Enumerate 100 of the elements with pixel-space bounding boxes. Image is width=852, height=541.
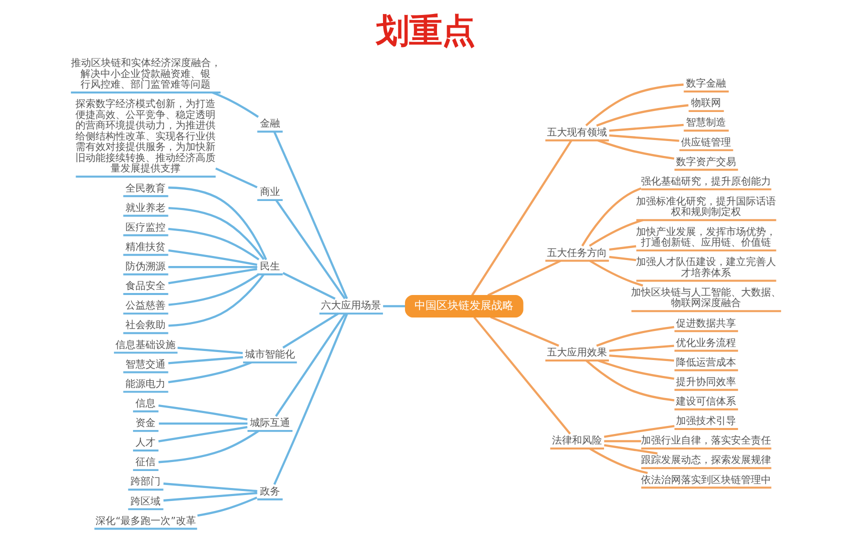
node-text: 城市智能化: [244, 350, 295, 361]
node-text: 五大应用效果: [547, 348, 608, 359]
node-text: 加快区块链与人工智能、大数据、物联网深度融合: [631, 287, 782, 310]
node-text: 推动区块链和实体经济深度融合，解决中小企业贷款融资难、银行风控难、部门监管难等问题: [70, 58, 221, 91]
connector: [168, 266, 258, 268]
node-text: 加强技术引导: [676, 416, 736, 428]
connector: [609, 344, 674, 352]
node-text: 征信: [136, 457, 156, 468]
connector: [471, 140, 572, 296]
node-text: 数字金融: [686, 78, 726, 90]
node-text: 能源电力: [126, 378, 166, 390]
node-text: 跨区域: [130, 496, 161, 508]
connector: [163, 482, 258, 492]
connector: [168, 361, 252, 384]
connector: [596, 104, 688, 127]
connector: [168, 274, 265, 327]
connector: [158, 426, 248, 442]
node-text: 政务: [260, 486, 280, 498]
connector: [158, 404, 248, 421]
node-text: 数字资产交易: [676, 156, 736, 168]
connector: [168, 186, 268, 260]
node-text: 民生: [260, 262, 280, 273]
node-box: 中国区块链发展战略: [404, 294, 524, 318]
connector: [168, 249, 258, 266]
node-text: 建设可信体系: [676, 396, 736, 408]
node-text: 信息: [136, 398, 156, 410]
connector: [158, 422, 248, 425]
connector: [275, 200, 346, 300]
connector: [609, 124, 684, 132]
connector: [490, 316, 560, 347]
connector: [473, 316, 571, 435]
node-text: 加快产业发展，发挥市场优势，打通创新链、应用链、价值链: [636, 226, 776, 249]
node-text: 五大现有领域: [547, 128, 608, 139]
node-text: 加强行业自律，落实安全责任: [641, 436, 772, 447]
connector: [589, 448, 648, 474]
connector: [168, 268, 258, 284]
node-text: 医疗监控: [126, 222, 166, 234]
node-text: 促进数据共享: [676, 318, 736, 330]
connector: [609, 134, 680, 142]
node-text: 加强人才队伍建设，建立完善人才培养体系: [636, 257, 776, 279]
node-text: 人才: [136, 438, 156, 449]
connector: [585, 84, 684, 126]
connector: [273, 131, 348, 300]
node-text: 深化“最多跑一次”改革: [96, 516, 196, 527]
node-text: 精准扶贫: [126, 242, 166, 253]
connector: [604, 444, 658, 454]
connector: [275, 312, 346, 417]
connector: [383, 305, 406, 308]
connector: [197, 496, 258, 517]
connector: [487, 260, 562, 296]
diagram-title: 划重点: [376, 10, 476, 50]
connector: [609, 245, 636, 251]
node-text: 全民教育: [126, 183, 166, 194]
connector: [609, 354, 674, 362]
connector: [588, 219, 644, 247]
node-text: 食品安全: [126, 281, 166, 292]
node-text: 就业养老: [126, 202, 166, 214]
node-text: 强化基础研究，提升原创能力: [641, 176, 772, 188]
connector: [596, 326, 674, 347]
node-text: 社会救助: [126, 320, 166, 332]
node-text: 加强标准化研究，提升国际话语权和规则制定权: [636, 196, 776, 218]
connector: [158, 430, 259, 464]
connector: [282, 312, 339, 349]
node-text: 商业: [260, 187, 280, 198]
node-text: 智慧制造: [686, 118, 726, 129]
node-text: 提升协同效率: [676, 376, 736, 388]
node-text: 降低运营成本: [676, 357, 736, 368]
node-text: 资金: [136, 418, 156, 430]
connector: [598, 139, 674, 160]
node-text: 探索数字经济模式创新，为打造便捷高效、公平竞争、稳定透明的营商环境提供动力，为推进供给侧结构性改革、实现各行业供需有效对接提供服务，为加快新旧动能接续转换、推动经济高质量发展提供支撑: [76, 99, 216, 175]
connector: [215, 167, 258, 188]
connector: [177, 346, 243, 354]
connector: [589, 260, 644, 287]
connector: [212, 92, 259, 118]
connector: [585, 360, 674, 402]
node-text: 金融: [260, 118, 280, 130]
node-text: 五大任务方向: [547, 248, 608, 259]
connector: [604, 440, 642, 442]
connector: [168, 274, 259, 306]
node-text: 法律和风险: [552, 436, 602, 447]
connector: [604, 424, 674, 438]
connector: [273, 313, 348, 485]
connector: [168, 206, 265, 260]
connector: [163, 492, 258, 502]
node-text: 优化业务流程: [676, 338, 736, 349]
node-text: 跟踪发展动态，探索发展规律: [641, 455, 772, 466]
node-text: 供应链管理: [681, 137, 732, 148]
node-text: 城际互通: [250, 418, 290, 430]
node-text: 信息基础设施: [116, 340, 176, 351]
node-text: 六大应用场景: [321, 300, 382, 312]
node-text: 防伪溯源: [126, 262, 166, 273]
node-text: 智慧交通: [126, 359, 166, 370]
connector: [581, 187, 642, 246]
connector: [282, 272, 336, 300]
connector: [168, 228, 260, 260]
node-text: 依法治网落实到区块链管理中: [641, 474, 772, 486]
node-text: 物联网: [691, 98, 722, 110]
connector: [609, 256, 636, 262]
node-text: 公益慈善: [126, 300, 166, 312]
connector: [168, 356, 244, 364]
